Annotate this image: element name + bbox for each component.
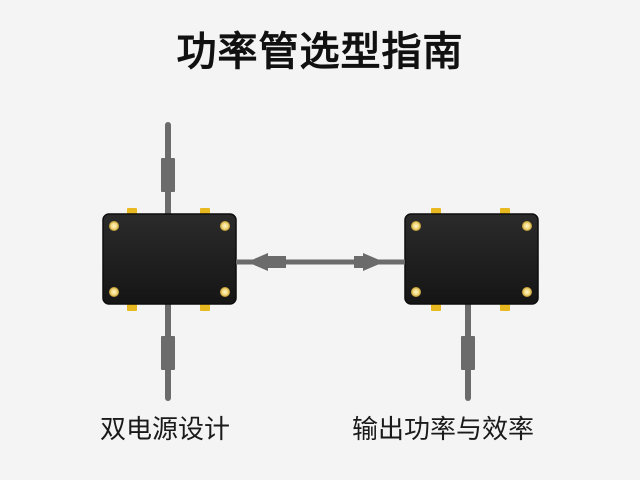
left-lead-top xyxy=(161,122,175,217)
right-lead-bottom xyxy=(461,299,475,401)
left-lead-bottom xyxy=(161,299,175,401)
double-arrow-icon xyxy=(236,253,405,271)
left-caption: 双电源设计 xyxy=(100,415,231,445)
page-title: 功率管选型指南 xyxy=(176,29,464,75)
right-caption: 输出功率与效率 xyxy=(352,415,535,445)
left-module xyxy=(102,213,237,305)
right-module xyxy=(404,213,539,305)
